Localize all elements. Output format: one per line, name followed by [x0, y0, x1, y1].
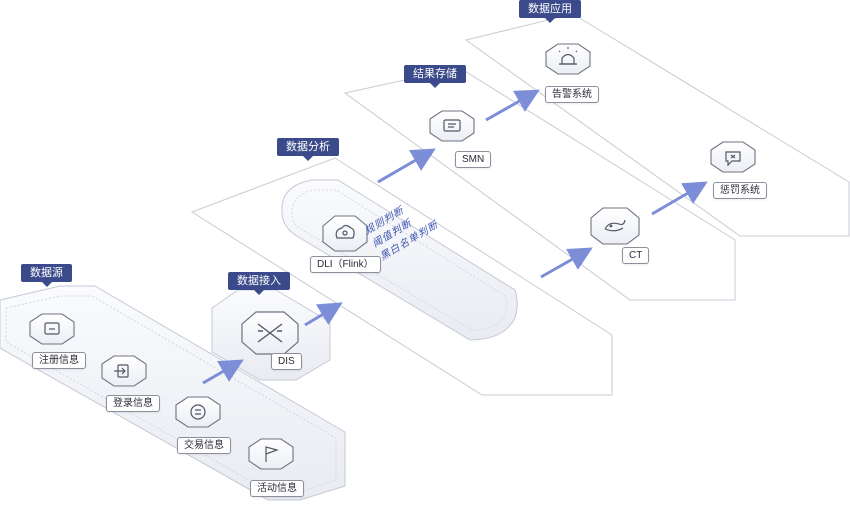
ct-node — [590, 207, 640, 245]
login-icon — [114, 364, 129, 378]
flag-icon — [265, 446, 279, 462]
arrow-dis-to-dli — [304, 302, 343, 327]
id-card-icon — [44, 322, 60, 335]
dli-node — [322, 215, 368, 252]
dli-tray-inner — [291, 189, 508, 331]
arrow-source-to-dis — [202, 359, 244, 385]
dli-label: DLI（Flink） — [310, 256, 381, 273]
register-node — [29, 313, 75, 345]
smn-node — [429, 110, 475, 142]
stage-tag-application: 数据应用 — [519, 0, 581, 23]
stage-tag-ingest: 数据接入 — [228, 272, 290, 295]
smn-label: SMN — [455, 151, 492, 168]
arrow-smn-to-alarm — [485, 89, 540, 122]
message-icon — [443, 119, 461, 132]
cloud-compute-icon — [335, 224, 355, 239]
alarm-node — [545, 43, 591, 75]
activity-label: 活动信息 — [250, 480, 304, 497]
stage-tag-analysis: 数据分析 — [277, 138, 339, 161]
activity-node — [248, 438, 294, 470]
arrow-ct-to-punish — [651, 181, 708, 216]
dis-label: DIS — [271, 353, 302, 370]
chat-bubble-icon — [725, 151, 741, 167]
source-tray-inner — [5, 295, 337, 493]
exchange-icon — [190, 404, 206, 420]
stage-tag-storage: 结果存储 — [404, 65, 466, 88]
trade-node — [175, 396, 221, 428]
trade-label: 交易信息 — [177, 437, 231, 454]
ct-label: CT — [622, 247, 650, 264]
cross-arrows-icon — [257, 323, 283, 343]
whale-icon — [604, 219, 626, 232]
login-label: 登录信息 — [106, 395, 160, 412]
arrow-dli-to-smn — [377, 148, 436, 184]
register-label: 注册信息 — [32, 352, 86, 369]
arrow-dli-to-ct — [540, 247, 593, 279]
dis-node — [241, 311, 299, 355]
punish-node — [710, 141, 756, 173]
login-node — [101, 355, 147, 387]
alarm-light-icon — [558, 47, 578, 65]
stage-tag-source: 数据源 — [21, 264, 72, 287]
alarm-label: 告警系统 — [545, 86, 599, 103]
punish-label: 惩罚系统 — [713, 182, 767, 199]
